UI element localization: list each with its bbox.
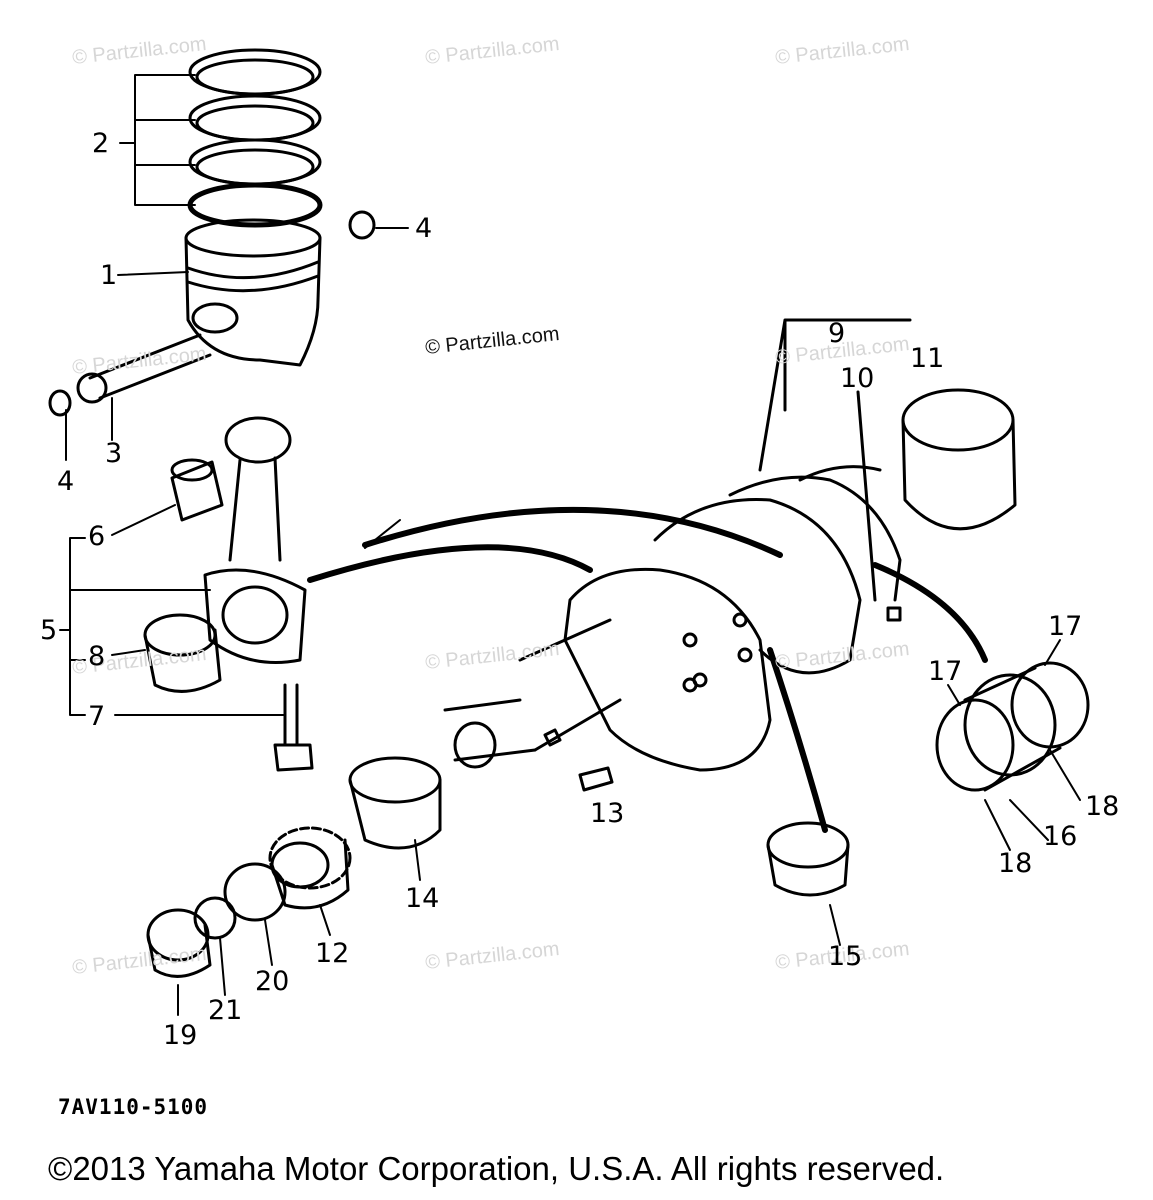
crankshaft <box>443 465 902 772</box>
bearing-14 <box>348 756 442 850</box>
bearing-15 <box>766 821 850 897</box>
leader-lines <box>59 74 1081 1016</box>
rod-bolt <box>273 683 314 772</box>
callout-13: 13 <box>590 798 625 829</box>
callout-17-left: 17 <box>928 656 963 687</box>
callout-8: 8 <box>88 641 106 672</box>
callout-17-right: 17 <box>1048 611 1083 642</box>
callout-18-left: 18 <box>998 848 1033 879</box>
assembly-arrows <box>307 506 988 833</box>
piston <box>184 218 322 367</box>
callout-16: 16 <box>1043 821 1078 852</box>
callout-20: 20 <box>255 966 290 997</box>
callout-4-left: 4 <box>57 466 75 497</box>
callout-4: 4 <box>415 213 433 244</box>
diagram-code: 7AV110-5100 <box>58 1095 209 1119</box>
small-end-bearing <box>170 458 224 522</box>
callout-6: 6 <box>88 521 106 552</box>
callout-12: 12 <box>315 938 350 969</box>
connecting-rod <box>203 416 307 664</box>
bracket-9 <box>758 318 912 472</box>
callout-10: 10 <box>840 363 875 394</box>
big-end-bearing <box>143 613 222 693</box>
callout-7: 7 <box>88 701 106 732</box>
callout-21: 21 <box>208 995 243 1026</box>
piston-pin-clip-left <box>48 389 72 417</box>
bearing-set <box>935 661 1090 792</box>
callout-14: 14 <box>405 883 440 914</box>
callout-9: 9 <box>828 318 846 349</box>
piston-pin-clip <box>348 210 376 240</box>
callout-5: 5 <box>40 615 58 646</box>
leader-10 <box>856 390 877 602</box>
circlip <box>193 896 237 940</box>
callout-1: 1 <box>100 260 118 291</box>
bearing-19 <box>146 908 212 978</box>
callout-19: 19 <box>163 1020 198 1051</box>
crank-gear <box>268 826 352 910</box>
callout-15: 15 <box>828 941 863 972</box>
piston-pin <box>76 333 212 404</box>
copyright-notice: ©2013 Yamaha Motor Corporation, U.S.A. A… <box>48 1150 945 1187</box>
callout-18-right: 18 <box>1085 791 1120 822</box>
main-bearing <box>901 388 1017 531</box>
callout-2: 2 <box>92 128 110 159</box>
woodruff-key <box>578 766 614 792</box>
piston-rings <box>187 48 323 228</box>
callout-11: 11 <box>910 343 945 374</box>
washer <box>223 862 287 922</box>
callout-3: 3 <box>105 438 123 469</box>
